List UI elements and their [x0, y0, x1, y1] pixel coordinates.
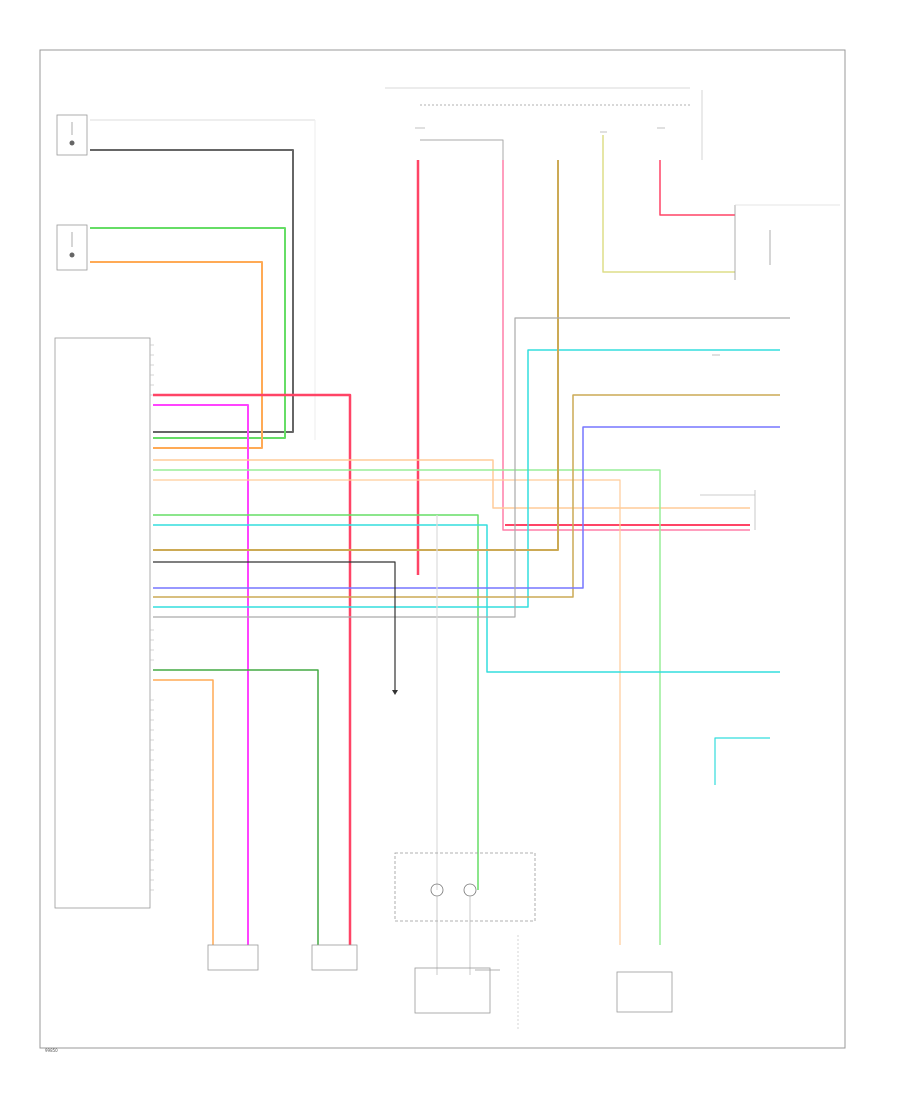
- passenger-seat-sensor: [616, 971, 673, 1013]
- wire-grey: [153, 317, 790, 618]
- wire-orange-sensor: [153, 479, 621, 945]
- wire-light-green: [153, 469, 661, 945]
- wire-blue: [153, 426, 780, 589]
- wire-harness: [90, 135, 790, 945]
- buckle-switch: [394, 852, 536, 975]
- diagram-frame: [39, 49, 846, 1049]
- ground-symbol: [392, 690, 398, 695]
- wire-pink-fuse5: [659, 160, 735, 216]
- wire-magenta: [153, 404, 249, 945]
- wire-driver-belt: [90, 149, 294, 433]
- sensing-diagnostic-module: [54, 337, 154, 909]
- wire-black-ground: [153, 561, 396, 690]
- wire-passenger-belt-green: [90, 227, 286, 439]
- wire-passenger-belt-orange: [90, 261, 263, 449]
- wire-cyan: [153, 524, 780, 673]
- wire-light-orange: [153, 459, 750, 509]
- passenger-seat-belt-switch: [56, 224, 88, 271]
- inflatable-restraint-indicator: [734, 204, 840, 280]
- wire-red-fuse: [153, 393, 352, 945]
- wire-cyan-lower: [714, 737, 770, 785]
- wire-green-rows: [153, 514, 479, 890]
- wire-tan-right: [153, 394, 780, 598]
- wire-yellow: [602, 135, 735, 273]
- wire-orange-driver: [153, 679, 214, 945]
- driver-inflator-module: [207, 944, 259, 971]
- passenger-inflator-module: [311, 944, 358, 971]
- sensor-group-right: [700, 490, 756, 530]
- wire-grey-fuse: [420, 139, 504, 160]
- diagram-code: 99850: [45, 1048, 58, 1053]
- wire-dark-green-passenger: [153, 669, 319, 945]
- hot-at-all-times-bus: [385, 87, 703, 160]
- driver-seat-belt-switch: [56, 114, 316, 440]
- driver-seat-position-sensor: [414, 967, 500, 1014]
- wire-pink: [502, 160, 750, 531]
- connector-ticks: [415, 127, 720, 356]
- wire-cyan-upper: [153, 349, 780, 608]
- wire-tan: [153, 160, 559, 551]
